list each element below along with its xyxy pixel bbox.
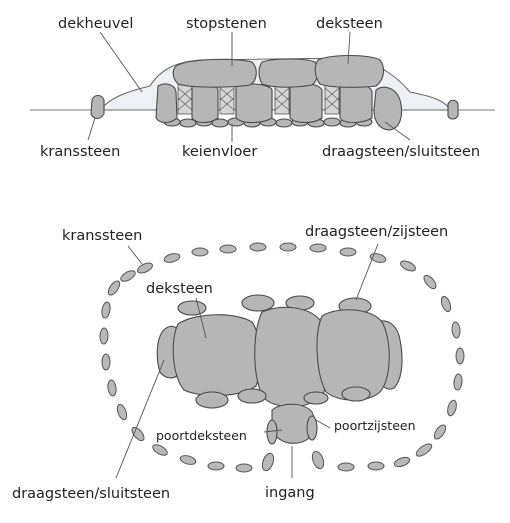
label-kranssteen-plan: kranssteen	[62, 228, 142, 244]
poortzijsteen-right	[306, 415, 318, 441]
label-ingang: ingang	[265, 485, 315, 501]
curb-stone-right	[447, 99, 459, 120]
label-draagsteen-sluitsteen-top: draagsteen/sluitsteen	[322, 144, 480, 160]
label-deksteen-plan: deksteen	[146, 281, 213, 297]
uprights	[155, 83, 403, 131]
poortzijsteen-left	[266, 419, 278, 445]
curb-ring	[99, 242, 465, 473]
plan-view: kranssteen draagsteen/zijsteen deksteen …	[12, 224, 465, 502]
cross-section: dekheuvel stopstenen deksteen kranssteen…	[30, 16, 495, 160]
pebble-floor-keienvloer	[163, 117, 373, 128]
label-draagsteen-zijsteen: draagsteen/zijsteen	[305, 224, 448, 240]
label-dekheuvel: dekheuvel	[58, 16, 133, 32]
label-draagsteen-sluitsteen-plan: draagsteen/sluitsteen	[12, 486, 170, 502]
label-poortzijsteen: poortzijsteen	[334, 418, 416, 433]
label-keienvloer: keienvloer	[182, 144, 257, 160]
curb-stone-left	[90, 94, 105, 120]
side-stones-bottom	[195, 386, 371, 409]
label-deksteen-top: deksteen	[316, 16, 383, 32]
label-kranssteen-top: kranssteen	[40, 144, 120, 160]
label-stopstenen: stopstenen	[186, 16, 267, 32]
label-poortdeksteen: poortdeksteen	[156, 428, 247, 443]
capstones-plan	[172, 306, 390, 408]
capstones	[172, 55, 385, 88]
